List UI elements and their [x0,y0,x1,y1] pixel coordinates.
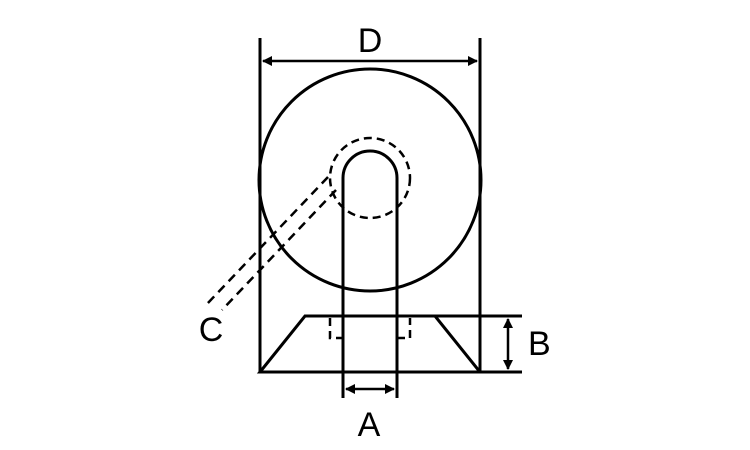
outer-circle [257,67,483,293]
dimension-b-label: B [528,325,551,363]
dimension-d-label: D [358,22,383,60]
leader-c-dashed-lower [221,189,337,311]
leader-c-dashed-upper [205,176,329,306]
dimension-a-label: A [358,406,381,444]
counterbore-dashed-circle [328,136,412,220]
dimension-c-label: C [199,311,224,349]
side-profile [256,314,484,374]
countersink-dashed-recess [328,318,412,340]
bore-outline [341,149,399,372]
